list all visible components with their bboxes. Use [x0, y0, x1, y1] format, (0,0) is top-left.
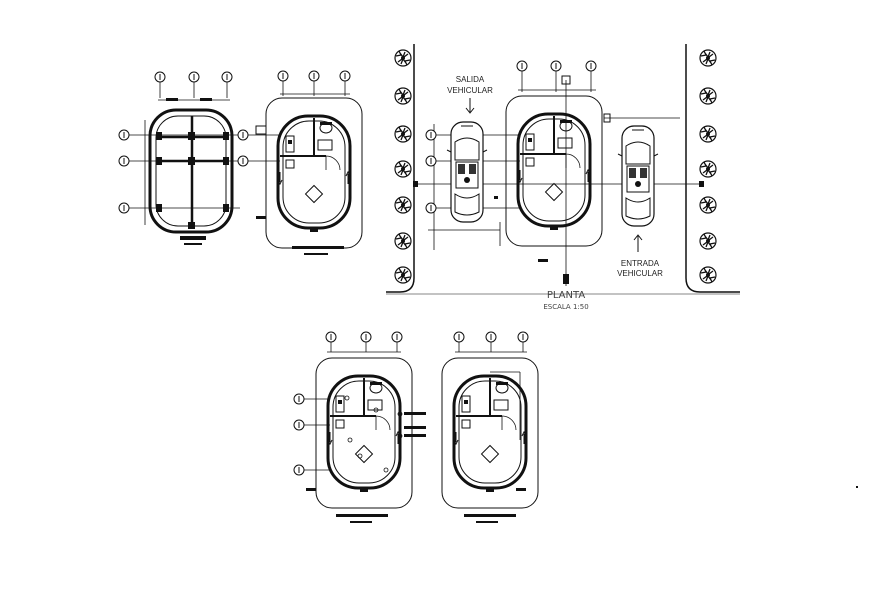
entrada-label-line1: ENTRADA — [621, 259, 660, 268]
salida-label-line2: VEHICULAR — [447, 86, 493, 95]
salida-label-line1: SALIDA — [456, 75, 485, 84]
site-plan: SALIDA VEHICULAR ENTRADA VEHICULAR PLANT… — [386, 44, 740, 311]
plan-scale: ESCALA 1:50 — [543, 303, 588, 311]
plan-title: PLANTA — [547, 290, 585, 301]
structural-plan — [118, 71, 240, 245]
stray-mark — [856, 486, 858, 488]
tree-icon-column-right — [699, 49, 717, 284]
up-arrow-icon — [633, 234, 643, 252]
car-icon-entry — [617, 125, 659, 227]
car-icon-exit — [446, 121, 488, 223]
floor-plan-c — [440, 331, 540, 523]
tree-icon-column-left — [394, 49, 412, 284]
down-arrow-icon — [465, 98, 475, 114]
entrada-label-line2: VEHICULAR — [617, 269, 663, 278]
floor-plan-b — [293, 331, 426, 523]
floor-plan-a — [237, 70, 364, 255]
